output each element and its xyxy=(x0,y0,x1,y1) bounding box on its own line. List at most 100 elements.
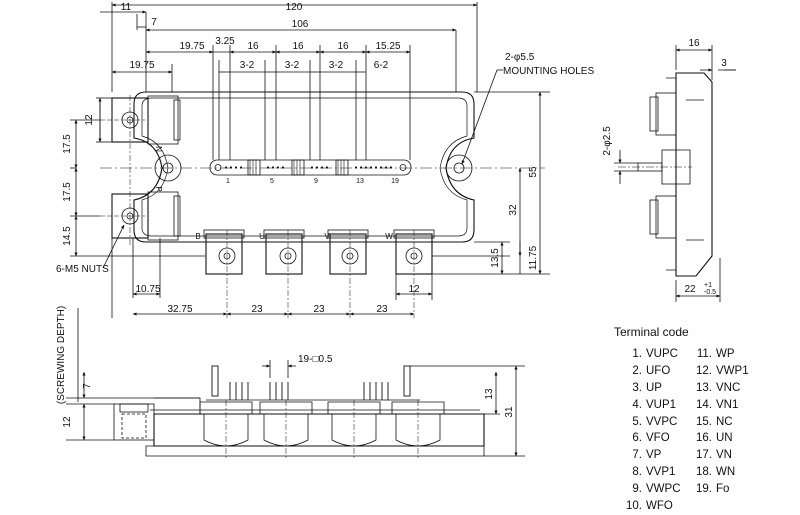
code-name: WFO xyxy=(646,500,673,513)
dim-17-5-a: 17.5 xyxy=(62,134,73,154)
code-name: VWP1 xyxy=(716,364,749,377)
dim-23-a: 23 xyxy=(251,304,263,315)
dim-3-side: 3 xyxy=(721,58,727,69)
code-number: 17. xyxy=(696,449,712,462)
dim-106: 106 xyxy=(292,19,309,30)
dim-31: 31 xyxy=(504,406,515,418)
dim-3-2-b: 3-2 xyxy=(285,60,300,71)
code-number: 13. xyxy=(696,381,712,394)
dim-12-front: 12 xyxy=(62,416,73,428)
code-name: VN1 xyxy=(716,398,739,411)
code-name: VUP1 xyxy=(646,398,677,411)
dim-22-tol-minus: -0.5 xyxy=(704,289,716,296)
code-number: 11. xyxy=(696,348,712,360)
dim-23-b: 23 xyxy=(313,304,325,315)
code-name: Fo xyxy=(716,483,730,496)
code-name: VVP1 xyxy=(646,466,676,479)
code-name: WP xyxy=(716,348,735,360)
mounting-qty: 2-φ5.5 xyxy=(505,52,535,63)
pin-number-9: 9 xyxy=(314,178,318,185)
dim-19-75-b: 19.75 xyxy=(129,60,154,71)
dim-11: 11 xyxy=(121,2,132,13)
code-name: VN xyxy=(716,449,732,462)
code-number: 3. xyxy=(632,381,642,394)
code-number: 15. xyxy=(696,415,712,428)
code-number: 7. xyxy=(632,449,642,462)
terminal-n: N xyxy=(154,146,163,152)
code-name: WN xyxy=(716,466,736,479)
dim-11-75: 11.75 xyxy=(528,245,539,270)
dim-16-side: 16 xyxy=(688,38,700,49)
screwing-depth-label: (SCREWING DEPTH) xyxy=(56,306,67,404)
mounting-label: MOUNTING HOLES xyxy=(503,66,594,77)
pin-pitch-label: 19-□0.5 xyxy=(298,354,333,365)
dim-10-75: 10.75 xyxy=(135,284,160,295)
code-name: UP xyxy=(646,381,662,394)
code-number: 2. xyxy=(632,364,642,377)
dim-16-a: 16 xyxy=(247,41,259,52)
pin-number-19: 19 xyxy=(391,178,399,185)
top-view-dimensions: 11 120 7 106 19.75 3.25 16 16 16 15.25 1… xyxy=(56,2,594,315)
dim-120: 120 xyxy=(286,2,303,13)
dim-22-tol-plus: +1 xyxy=(704,282,712,289)
dim-15-25: 15.25 xyxy=(375,41,400,52)
dim-23-c: 23 xyxy=(376,304,388,315)
pin-number-1: 1 xyxy=(226,178,230,185)
code-name: VWPC xyxy=(646,483,681,496)
front-view xyxy=(66,308,525,460)
code-number: 4. xyxy=(632,398,642,411)
pin-number-5: 5 xyxy=(270,178,274,185)
code-name: VVPC xyxy=(646,415,678,428)
terminal-b: B xyxy=(195,232,200,241)
dim-7: 7 xyxy=(151,17,157,28)
dim-22: 22 xyxy=(684,284,696,295)
code-name: VUPC xyxy=(646,348,678,360)
dim-32: 32 xyxy=(508,204,519,216)
dim-19-75: 19.75 xyxy=(179,41,204,52)
dim-14-5: 14.5 xyxy=(62,226,73,246)
front-view-dimensions: (SCREWING DEPTH) 7 12 19-□0.5 13 31 xyxy=(56,306,515,428)
dim-13-5: 13.5 xyxy=(490,248,501,268)
top-view xyxy=(70,2,550,318)
dim-17-5-b: 17.5 xyxy=(62,182,73,202)
code-number: 10. xyxy=(626,500,642,513)
code-name: UFO xyxy=(646,364,671,377)
pin-number-13: 13 xyxy=(356,178,364,185)
code-number: 6. xyxy=(632,432,642,445)
dim-12-bottom: 12 xyxy=(408,284,420,295)
code-number: 18. xyxy=(696,466,712,479)
dim-pin-diameter: 2-φ2.5 xyxy=(602,126,613,156)
side-view-dimensions: 16 3 2-φ2.5 22 +1 -0.5 xyxy=(602,38,727,296)
dim-12-left: 12 xyxy=(84,114,95,126)
dim-3-25: 3.25 xyxy=(215,36,235,47)
dim-55: 55 xyxy=(528,166,539,178)
code-number: 1. xyxy=(632,348,642,360)
terminal-w: W xyxy=(385,232,393,241)
code-number: 12. xyxy=(696,364,712,377)
code-number: 16. xyxy=(696,432,712,445)
dim-3-2-a: 3-2 xyxy=(240,60,255,71)
dim-32-75: 32.75 xyxy=(167,304,192,315)
code-name: VFO xyxy=(646,432,670,445)
nuts-label: 6-M5 NUTS xyxy=(56,264,109,275)
dim-3-2-c: 3-2 xyxy=(329,60,344,71)
code-number: 8. xyxy=(632,466,642,479)
dim-13-front: 13 xyxy=(484,388,495,400)
dim-16-c: 16 xyxy=(337,41,349,52)
code-number: 14. xyxy=(696,398,712,411)
dim-7-front: 7 xyxy=(82,383,93,389)
dim-16-b: 16 xyxy=(292,41,304,52)
terminal-p: P xyxy=(154,186,163,191)
code-name: UN xyxy=(716,432,733,445)
side-view xyxy=(614,45,736,302)
code-name: VP xyxy=(646,449,662,462)
terminal-v: V xyxy=(324,232,330,241)
code-number: 5. xyxy=(632,415,642,428)
code-number: 9. xyxy=(632,483,642,496)
code-name: NC xyxy=(716,415,733,428)
terminal-code-title: Terminal code xyxy=(614,325,689,339)
terminal-code-table: 1. VUPC 11. WP 2. UFO 12. VWP1 3. UP 13. VNC 4. VU… xyxy=(620,346,749,515)
dim-6-2: 6-2 xyxy=(374,60,389,71)
code-name: VNC xyxy=(716,381,741,394)
